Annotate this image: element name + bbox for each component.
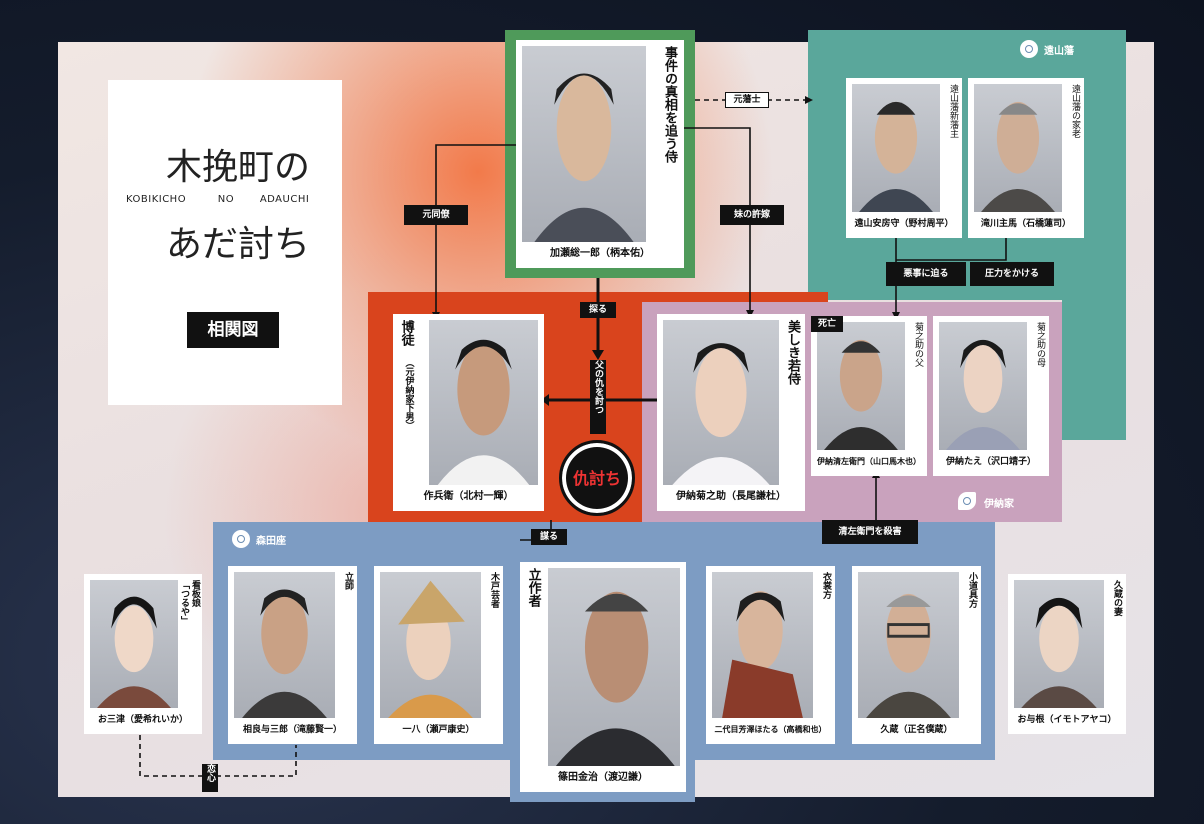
card-sakubei: 博徒 （元伊納家下男） 作兵衛（北村一輝）: [393, 314, 544, 511]
ina-crest-icon: [958, 492, 976, 510]
title-romaji-2: NO: [217, 194, 235, 205]
name-kikunosuke: 伊納菊之助（長尾謙杜）: [676, 491, 786, 502]
adauchi-mark-text: 仇討ち: [572, 469, 621, 488]
card-toyama-lord: 遠山藩新藩主 遠山安房守（野村周平）: [846, 78, 962, 238]
name-sakubei: 作兵衛（北村一輝）: [423, 491, 514, 502]
group-morita-label: 森田座: [256, 536, 286, 547]
title-romaji-3: ADAUCHI: [259, 194, 310, 205]
role-hotaru: 衣裳方: [821, 572, 831, 599]
card-seizaemon: 死亡 菊之助の父 伊納清左衛門（山口馬木也）: [811, 316, 927, 476]
role-kikunosuke: 美しき若侍: [785, 320, 800, 385]
title-romaji-1: KOBIKICHO: [126, 194, 187, 205]
title-card: 木挽町の KOBIKICHO NO ADAUCHI あだ討ち 相関図: [108, 80, 342, 405]
card-tae: 菊之助の母 伊納たえ（沢口靖子）: [933, 316, 1049, 476]
card-kyuzo: 小道具方 久蔵（正名僕蔵）: [852, 566, 981, 744]
relation-former-colleague: 元同僚: [404, 205, 468, 225]
relation-avenge-text: 父の仇を討つ: [593, 360, 603, 414]
role-omitsu: 看板娘: [190, 580, 200, 607]
relation-approach-evil: 悪事に迫る: [886, 262, 966, 286]
card-shinoda: 立作者 篠田金治（渡辺謙）: [520, 562, 686, 792]
group-ina-label: 伊納家: [984, 499, 1014, 510]
name-kyuzo: 久蔵（正名僕蔵）: [880, 725, 953, 735]
title-label: 相関図: [187, 312, 279, 348]
relation-former-retainer: 元藩士: [725, 92, 769, 108]
role-tae: 菊之助の母: [1035, 322, 1045, 367]
role-seizaemon: 菊之助の父: [913, 322, 923, 367]
card-hotaru: 衣裳方 二代目芳澤ほたる（高橋和也）: [706, 566, 835, 744]
role-toyama-lord: 遠山藩新藩主: [948, 84, 958, 138]
badge-seizaemon: 死亡: [811, 316, 843, 332]
name-takigawa: 滝川主馬（石橋蓮司）: [980, 219, 1071, 229]
card-takigawa: 遠山藩の家老 滝川主馬（石橋蓮司）: [968, 78, 1084, 238]
title-main-line1: 木挽町の: [166, 147, 311, 188]
card-oyone: 久蔵の妻 お与根（イモトアヤコ）: [1008, 574, 1126, 734]
name-sagara: 相良与三郎（滝藤賢一）: [242, 725, 342, 735]
card-ippachi: 木戸芸者 一八（瀬戸康史）: [374, 566, 503, 744]
name-hotaru: 二代目芳澤ほたる（高橋和也）: [714, 725, 827, 734]
adauchi-mark: 仇討ち: [559, 440, 635, 516]
role-ippachi: 木戸芸者: [489, 572, 499, 608]
relation-plot: 謀る: [531, 529, 567, 545]
toyama-crest-icon: [1020, 40, 1038, 58]
title-main-line2: あだ討ち: [166, 224, 311, 265]
role-sagara: 立師: [343, 572, 353, 590]
relation-love-text: 恋心: [205, 764, 215, 782]
card-omitsu: 「つるや」 看板娘 お三津（愛希れいか）: [84, 574, 202, 734]
card-sagara: 立師 相良与三郎（滝藤賢一）: [228, 566, 357, 744]
name-oyone: お与根（イモトアヤコ）: [1017, 715, 1117, 725]
relation-killed: 清左衛門を殺害: [822, 520, 918, 544]
name-toyama-lord: 遠山安房守（野村周平）: [854, 219, 954, 229]
relation-investigates: 探る: [580, 302, 616, 318]
title-romaji: KOBIKICHO NO ADAUCHI: [126, 194, 336, 205]
relation-love: 恋心: [202, 764, 218, 792]
sub-sakubei: （元伊納家下男）: [403, 358, 414, 430]
relation-pressure: 圧力をかける: [970, 262, 1054, 286]
role-shinoda: 立作者: [525, 568, 541, 607]
name-tae: 伊納たえ（沢口靖子）: [945, 457, 1036, 467]
relation-avenge: 父の仇を討つ: [590, 360, 606, 434]
role-oyone: 久蔵の妻: [1112, 580, 1122, 616]
card-kikunosuke: 美しき若侍 伊納菊之助（長尾謙杜）: [657, 314, 805, 511]
name-seizaemon: 伊納清左衛門（山口馬木也）: [817, 457, 921, 466]
morita-crest-icon: [232, 530, 250, 548]
role-kase: 事件の真相を追う侍: [662, 46, 677, 163]
name-shinoda: 篠田金治（渡辺謙）: [558, 772, 648, 783]
toyama-panel-ext: [1062, 290, 1126, 440]
relation-sister-fiance: 妹の許嫁: [720, 205, 784, 225]
name-ippachi: 一八（瀬戸康史）: [402, 725, 475, 735]
name-kase: 加瀬総一郎（柄本佑）: [550, 248, 650, 259]
sub-omitsu: 「つるや」: [179, 580, 189, 625]
name-omitsu: お三津（愛希れいか）: [97, 715, 188, 725]
role-takigawa: 遠山藩の家老: [1070, 84, 1080, 138]
card-kase: 事件の真相を追う侍 加瀬総一郎（柄本佑）: [516, 40, 684, 268]
group-toyama-label: 遠山藩: [1044, 46, 1074, 57]
role-sakubei: 博徒: [398, 320, 414, 346]
role-kyuzo: 小道具方: [967, 572, 977, 608]
